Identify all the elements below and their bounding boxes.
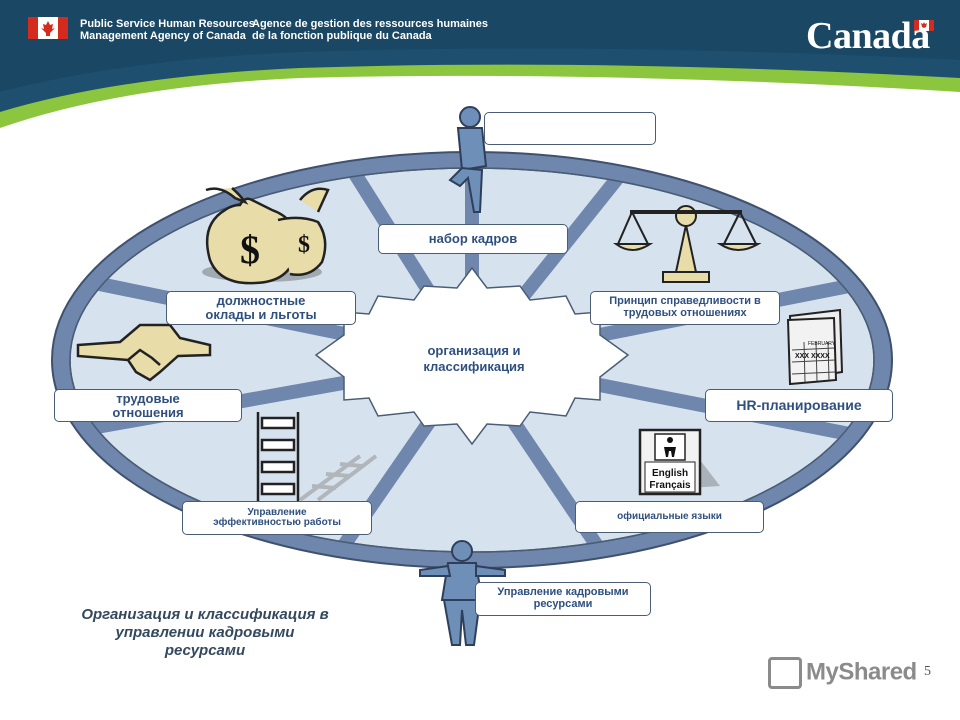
label-hr-planning: HR-планирование [705,389,893,422]
person-sitting-icon [448,106,488,213]
svg-text:English: English [652,468,688,479]
svg-text:$: $ [240,227,260,272]
canada-flag-icon [28,17,68,39]
svg-text:$: $ [298,232,310,258]
empty-label-box [484,112,656,145]
money-bags-icon: $ $ [202,187,330,285]
center-hub [314,266,630,446]
wordmark-flag-icon [914,20,934,31]
ladder-icon [256,412,378,505]
official-languages-sign-icon: English Français [638,428,720,496]
svg-text:Français: Français [649,480,691,491]
presentation-icon [768,657,802,689]
label-official-languages: официальные языки [575,501,764,533]
agency-name-fr: Agence de gestion des ressources humaine… [252,18,488,42]
canada-wordmark: Canada [806,15,930,57]
scales-icon [612,205,762,283]
page-number: 5 [924,664,931,679]
handshake-icon [76,323,212,382]
svg-text:XXX XXXX: XXX XXXX [795,353,830,360]
header-banner [0,0,960,128]
myshared-watermark: MyShared [768,657,917,689]
calendar-icon: XXX XXXX FEBRUARY [786,308,844,386]
label-recruitment: набор кадров [378,224,568,254]
svg-text:FEBRUARY: FEBRUARY [808,341,836,347]
